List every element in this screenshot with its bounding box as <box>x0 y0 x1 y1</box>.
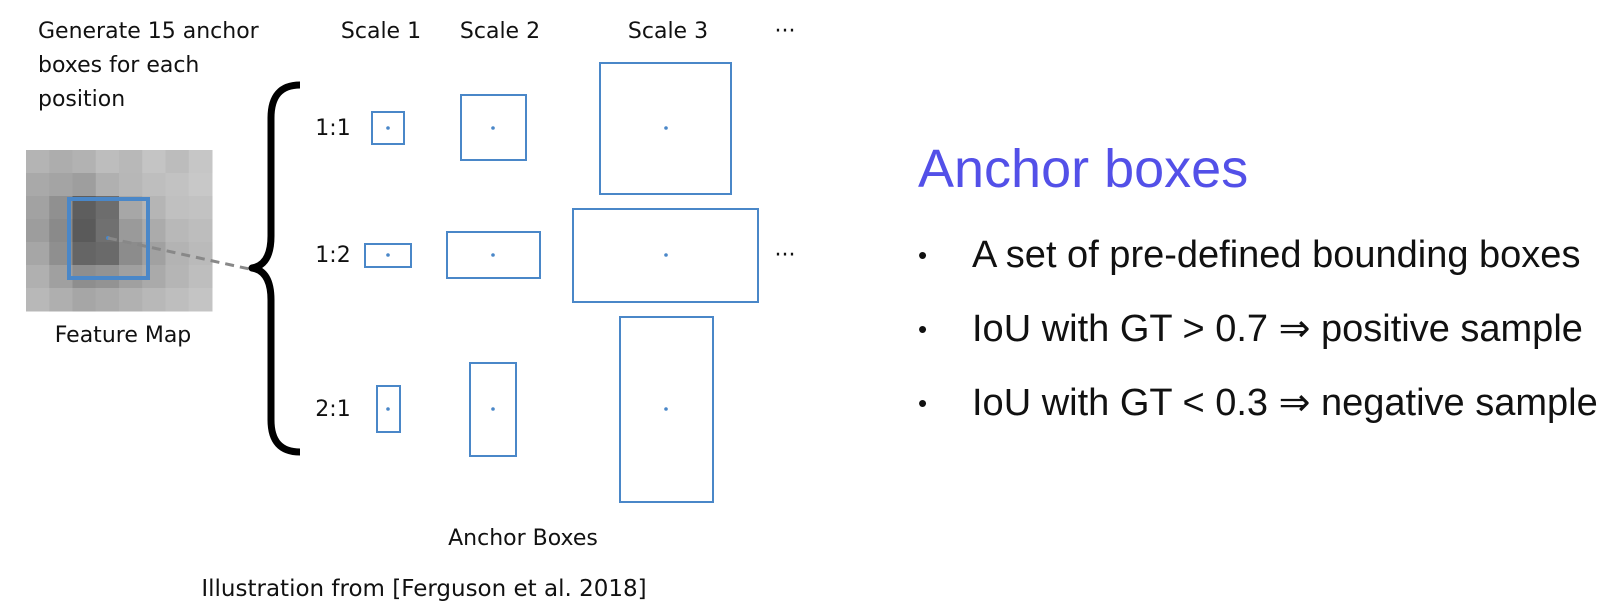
feature-map-cell <box>165 265 190 289</box>
feature-map-cell <box>26 173 50 197</box>
feature-map-highlight <box>67 197 150 280</box>
feature-map-cell <box>165 288 190 312</box>
anchor-box-1-2-scale-1 <box>364 243 412 268</box>
bullet-text: IoU with GT > 0.7 ⇒ positive sample <box>972 308 1583 350</box>
anchor-center-dot <box>386 126 390 130</box>
feature-map-cell <box>119 242 143 266</box>
feature-map-cell <box>188 265 213 289</box>
feature-map-cell <box>26 288 50 312</box>
feature-map-connector <box>107 236 255 272</box>
feature-map-cell <box>188 288 213 312</box>
anchor-boxes-label: Anchor Boxes <box>448 526 598 551</box>
feature-map-cell <box>72 150 97 174</box>
anchor-boxes-figure: Generate 15 anchor boxes for each positi… <box>26 19 796 602</box>
feature-map-cell <box>95 242 120 266</box>
feature-map-cell <box>95 150 120 174</box>
anchor-box-1-2-scale-2 <box>446 231 541 279</box>
feature-map-cell <box>95 173 120 197</box>
feature-map-cell <box>26 219 50 243</box>
feature-map-cell <box>119 196 143 220</box>
anchor-center-dot <box>491 407 495 411</box>
bullet-text: A set of pre-defined bounding boxes <box>972 234 1581 276</box>
scale-1-label: Scale 1 <box>341 19 421 44</box>
feature-map-cell <box>95 196 120 220</box>
anchor-center-dot <box>386 407 390 411</box>
bullet-dot: • <box>918 388 928 418</box>
feature-map-cell <box>49 173 73 197</box>
bullet-item: • IoU with GT > 0.7 ⇒ positive sample <box>918 304 1598 378</box>
feature-map-cell <box>72 219 97 243</box>
bullet-item: • A set of pre-defined bounding boxes <box>918 230 1598 304</box>
illustration-credit: Illustration from [Ferguson et al. 2018] <box>201 576 646 602</box>
bullet-dot: • <box>918 240 928 270</box>
anchor-center-dot <box>664 253 668 257</box>
caption-line-3: position <box>38 87 125 112</box>
ratio-2-1-label: 2:1 <box>315 397 350 422</box>
feature-map-cell <box>165 173 190 197</box>
feature-map-cell <box>119 173 143 197</box>
feature-map-cell <box>188 219 213 243</box>
brace <box>248 81 301 456</box>
ratio-1-1-label: 1:1 <box>315 116 350 141</box>
feature-map-cell <box>188 242 213 266</box>
feature-map-cell <box>26 196 50 220</box>
feature-map-cell <box>72 196 97 220</box>
anchor-center-dot <box>664 126 668 130</box>
feature-map-cell <box>72 288 97 312</box>
feature-map-cell <box>188 196 213 220</box>
feature-map-cell <box>142 150 166 174</box>
bullet-text: IoU with GT < 0.3 ⇒ negative sample <box>972 382 1598 424</box>
feature-map-cell <box>26 265 50 289</box>
feature-map-cell <box>72 242 97 266</box>
anchor-box-1-1-scale-2 <box>460 94 527 161</box>
feature-map-cell <box>26 150 50 174</box>
feature-map-cell <box>49 288 73 312</box>
anchor-center-dot <box>491 253 495 257</box>
feature-map-cell <box>49 150 73 174</box>
ratio-1-2-label: 1:2 <box>315 243 350 268</box>
feature-map-cell <box>188 173 213 197</box>
feature-map-cell <box>188 150 213 174</box>
feature-map-cell <box>165 242 190 266</box>
anchor-center-dot <box>386 253 390 257</box>
feature-map-cell <box>95 288 120 312</box>
anchor-box-1-1-scale-1 <box>371 111 405 145</box>
feature-map-cell <box>26 242 50 266</box>
feature-map-cell <box>142 288 166 312</box>
anchor-center-dot <box>491 126 495 130</box>
feature-map-cell <box>119 150 143 174</box>
feature-map-cell <box>119 288 143 312</box>
feature-map-label: Feature Map <box>55 323 192 348</box>
caption-line-2: boxes for each <box>38 53 199 78</box>
feature-map-cell <box>95 219 120 243</box>
feature-map-cell <box>142 173 166 197</box>
scale-2-label: Scale 2 <box>460 19 540 44</box>
anchor-box-2-1-scale-3 <box>619 316 714 503</box>
more-ratios-ellipsis: ··· <box>775 243 796 268</box>
anchor-box-1-2-scale-3 <box>572 208 759 303</box>
anchor-box-1-1-scale-3 <box>599 62 732 195</box>
slide-title: Anchor boxes <box>918 139 1249 199</box>
anchor-box-2-1-scale-2 <box>469 362 517 457</box>
bullet-dot: • <box>918 314 928 344</box>
more-scales-ellipsis: ··· <box>775 19 796 44</box>
bullet-item: • IoU with GT < 0.3 ⇒ negative sample <box>918 378 1598 452</box>
feature-map-cell <box>165 219 190 243</box>
caption-line-1: Generate 15 anchor <box>38 19 260 44</box>
feature-map-cell <box>142 219 166 243</box>
feature-map-cell <box>165 196 190 220</box>
feature-map-cell <box>119 219 143 243</box>
scale-3-label: Scale 3 <box>628 19 708 44</box>
feature-map-cell <box>72 173 97 197</box>
bullet-list: • A set of pre-defined bounding boxes • Io… <box>918 230 1598 452</box>
feature-map-cell <box>165 150 190 174</box>
anchor-center-dot <box>664 407 668 411</box>
feature-map-grid <box>26 150 213 312</box>
anchor-box-2-1-scale-1 <box>376 385 401 433</box>
